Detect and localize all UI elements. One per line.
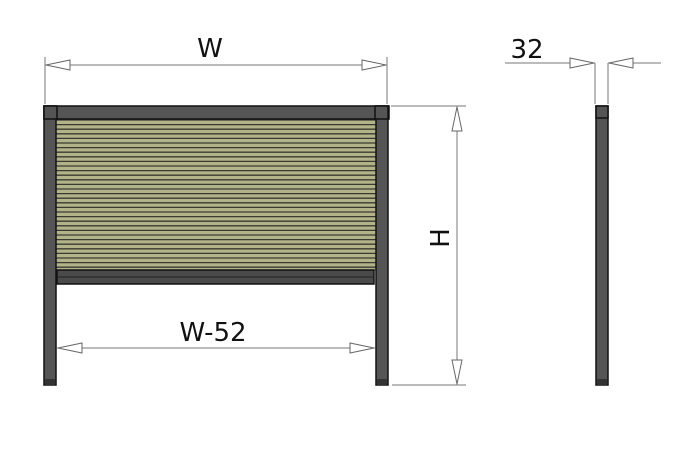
right-post xyxy=(375,105,389,386)
foot-left xyxy=(45,379,55,385)
inner-width-dimension: W-52 xyxy=(57,318,375,354)
arrow-left-icon xyxy=(57,342,83,354)
width-label: W xyxy=(197,34,223,64)
arrow-right-icon xyxy=(569,57,595,69)
arrow-left-icon xyxy=(45,59,71,71)
depth-label: 32 xyxy=(510,35,543,65)
arrow-right-icon xyxy=(349,342,375,354)
arrow-right-icon xyxy=(361,59,387,71)
inner-width-label: W-52 xyxy=(179,318,246,348)
left-post xyxy=(43,105,57,386)
side-view: 32 xyxy=(505,35,661,386)
corner-right xyxy=(374,105,389,120)
width-dimension: W xyxy=(44,34,388,104)
arrow-left-icon xyxy=(608,57,634,69)
top-bar xyxy=(43,105,390,120)
pleat-background xyxy=(56,118,376,271)
corner-left xyxy=(43,105,58,120)
arrow-down-icon xyxy=(451,359,463,385)
height-dimension: H xyxy=(391,105,466,386)
front-view xyxy=(43,105,390,386)
foot-right xyxy=(377,379,387,385)
arrow-up-icon xyxy=(451,106,463,132)
pleated-fabric xyxy=(56,118,376,271)
side-profile xyxy=(595,105,609,386)
height-label: H xyxy=(426,228,456,248)
